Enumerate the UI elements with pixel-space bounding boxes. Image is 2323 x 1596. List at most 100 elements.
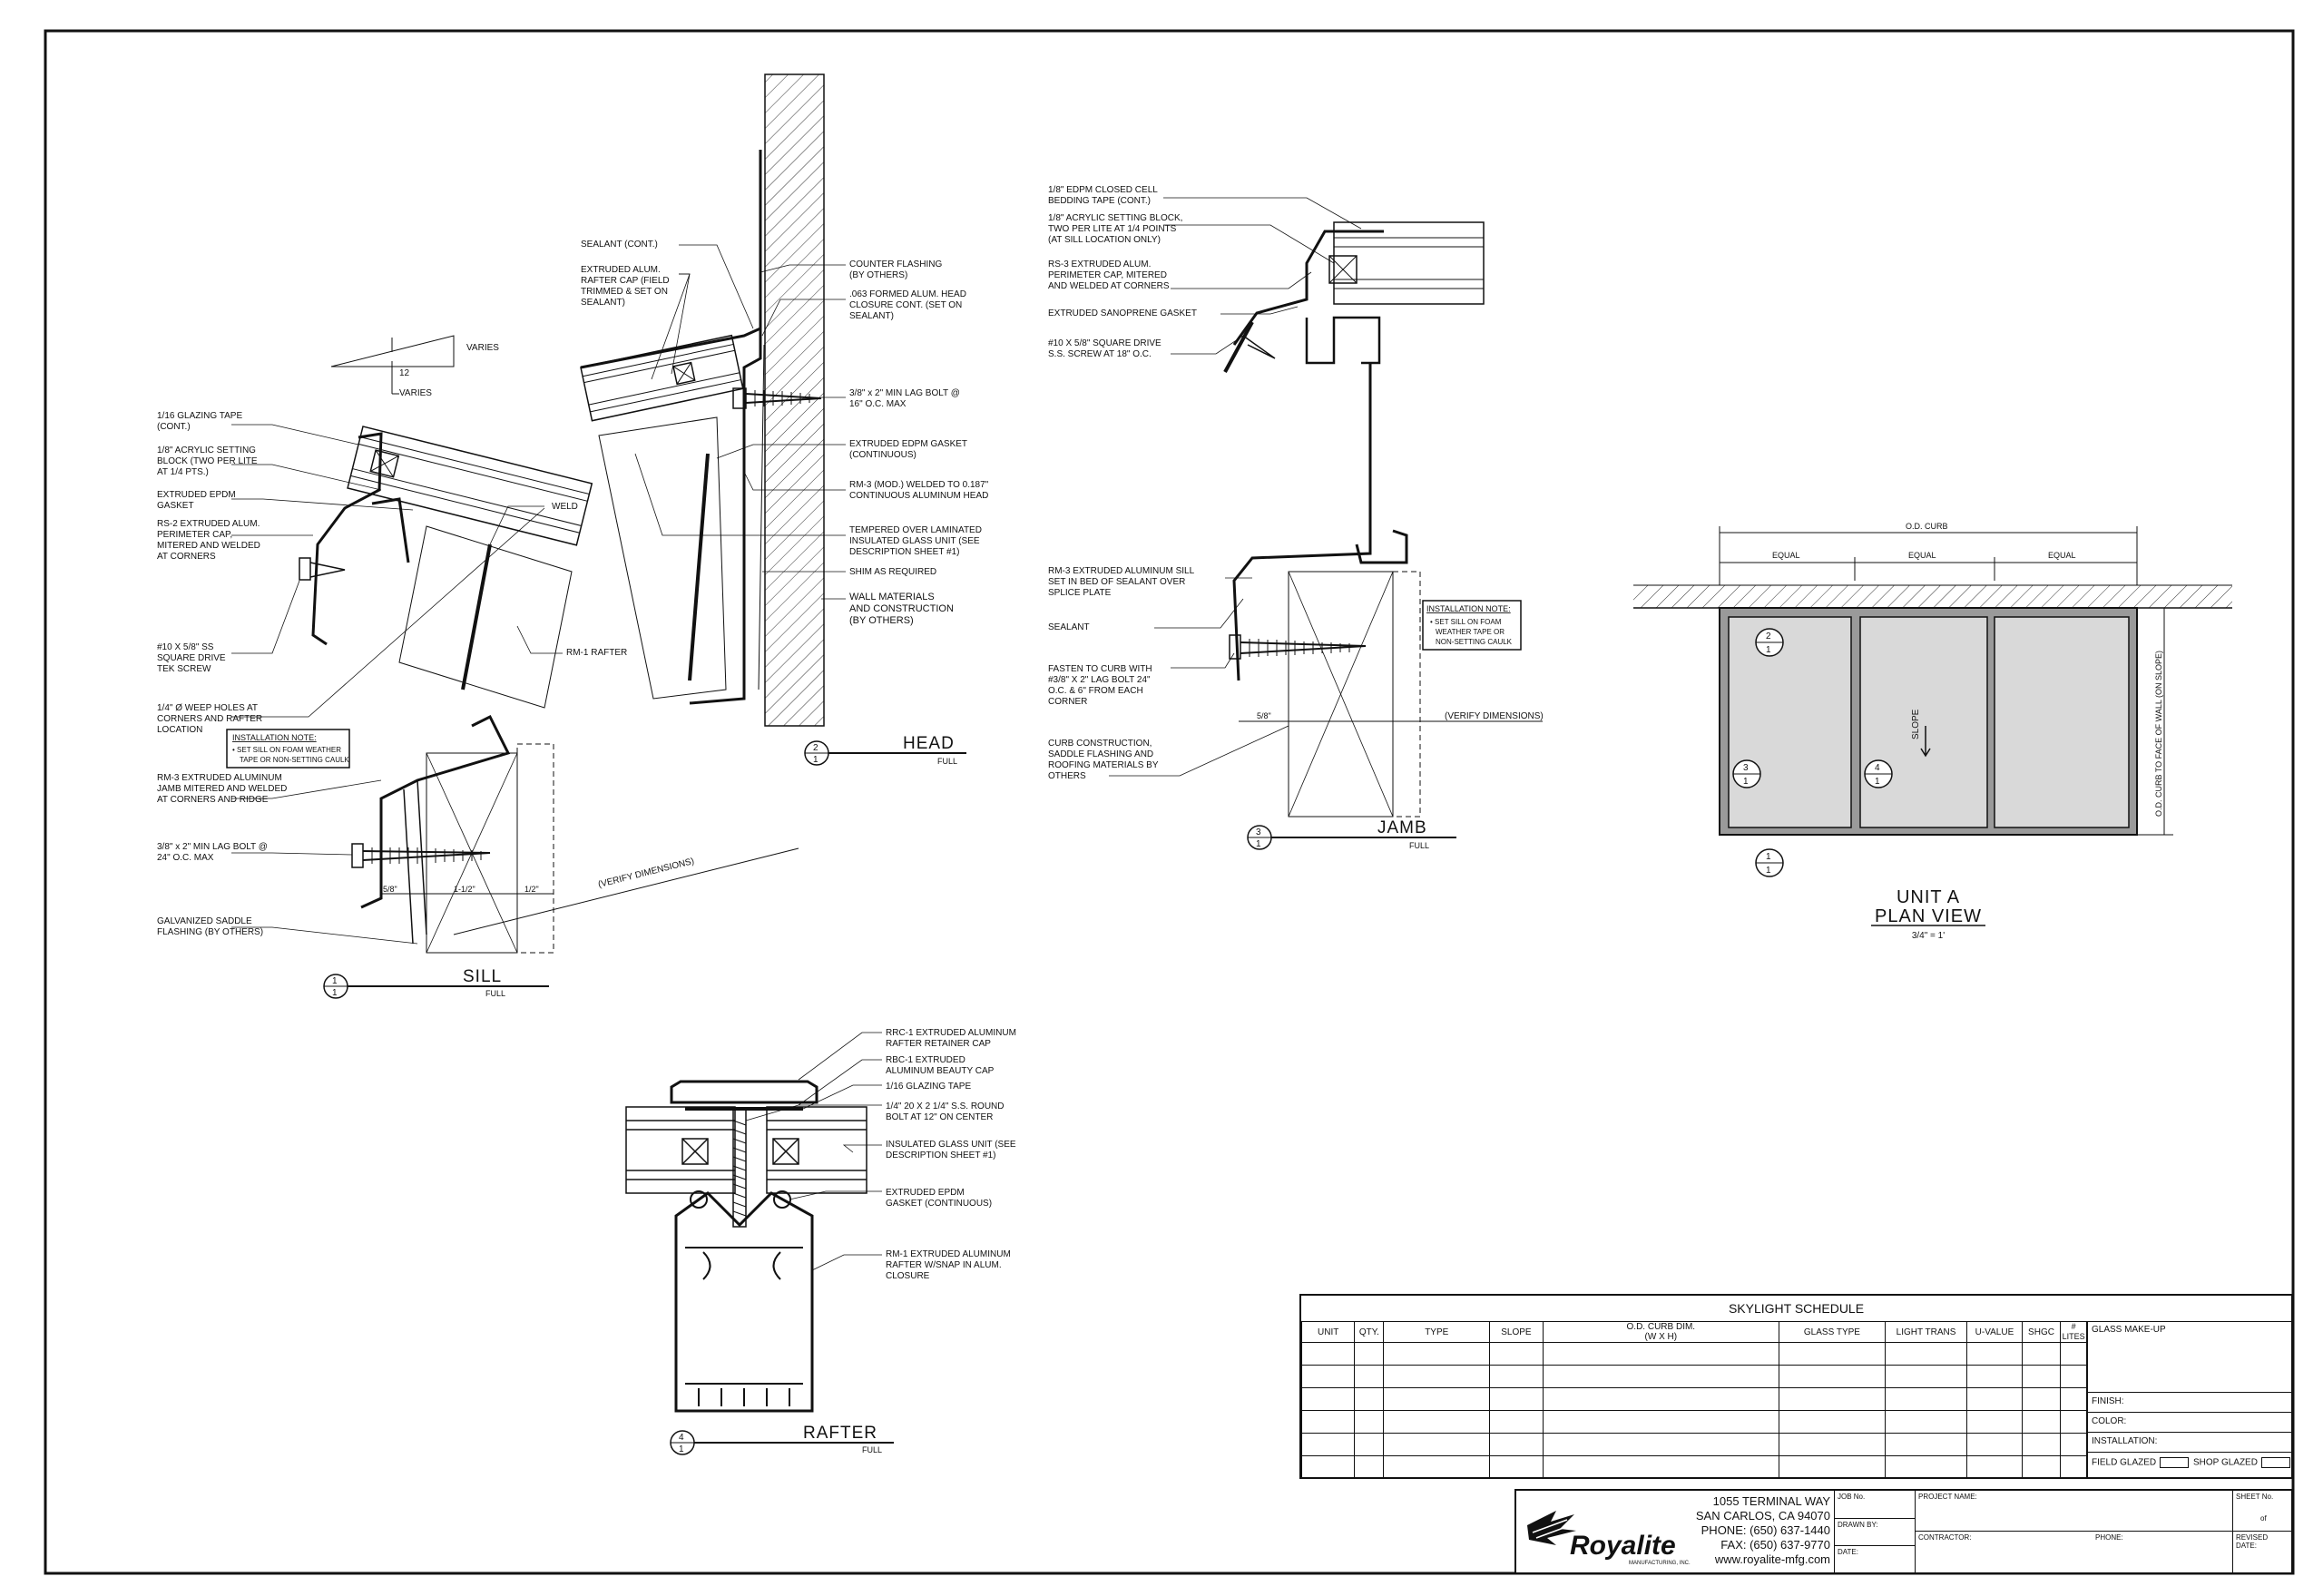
rafter-label: CLOSURE [886,1271,930,1281]
rafter-callout-sheet: 1 [679,1444,684,1454]
plan-callout-4: 4 1 [1864,759,1893,788]
sill-dim-1-1-2: 1-1/2" [454,885,475,894]
revised-date-field[interactable]: REVISED DATE: [2233,1532,2291,1572]
sill-label: CORNERS AND RAFTER [157,714,262,724]
rafter-label: RM-1 EXTRUDED ALUMINUM [886,1249,1011,1259]
col-type: TYPE [1383,1321,1491,1343]
skylight-schedule: SKYLIGHT SCHEDULE UNIT QTY. TYPE SLOPE O… [1299,1294,2294,1479]
plan-callout-3: 3 1 [1732,759,1761,788]
head-callout-num: 2 [813,743,818,753]
svg-text:1: 1 [1766,645,1771,655]
project-name-field[interactable]: PROJECT NAME: [1916,1491,2233,1532]
svg-text:MANUFACTURING, INC.: MANUFACTURING, INC. [1629,1561,1691,1566]
sill-slope-rise: 12 [399,368,410,378]
field-glazed-label: FIELD GLAZED [2092,1457,2157,1468]
sill-label: AT 1/4 PTS.) [157,467,209,477]
sheet-no-field[interactable]: SHEET No.of [2233,1491,2291,1532]
rafter-label: RBC-1 EXTRUDED [886,1055,965,1065]
finish-label: FINISH: [2092,1396,2124,1406]
address-line: FAX: (650) 637-9770 [1720,1538,1830,1552]
shop-glazed-checkbox[interactable] [2260,1457,2290,1468]
jamb-note-line: • SET SILL ON FOAM [1430,618,1502,626]
jamb-label: OTHERS [1048,771,1086,781]
rafter-label: GASKET (CONTINUOUS) [886,1199,992,1209]
jamb-label: EXTRUDED SANOPRENE GASKET [1048,308,1197,318]
job-no-field[interactable]: JOB No. [1834,1491,1916,1519]
plan-slope: SLOPE [1911,709,1921,739]
rafter-label: RAFTER W/SNAP IN ALUM. [886,1260,1002,1270]
svg-text:Royalite: Royalite [1570,1531,1676,1561]
address-line: www.royalite-mfg.com [1714,1552,1830,1566]
royalite-logo: Royalite MANUFACTURING, INC. [1527,1511,1691,1566]
plan-side-dim: O.D. CURB TO FACE OF WALL (ON SLOPE) [2154,651,2163,817]
plan-scale: 3/4" = 1' [1912,931,1945,941]
sill-label: RM-1 RAFTER [566,648,627,658]
sill-label: AT CORNERS [157,552,216,562]
col-qty: QTY. [1354,1321,1385,1343]
col-lites: #LITES [2060,1321,2087,1343]
jamb-note-line: NON-SETTING CAULK [1436,638,1513,646]
date-label: DATE: [1838,1548,1858,1556]
sill-note-line: TAPE OR NON-SETTING CAULK [240,756,349,764]
svg-text:1: 1 [1743,777,1749,787]
head-label: COUNTER FLASHING [849,259,942,269]
installation-label: INSTALLATION: [2092,1436,2158,1446]
sill-label: (CONT.) [157,422,191,432]
head-label: (CONTINUOUS) [849,450,916,460]
svg-text:1: 1 [1875,777,1880,787]
sill-label: SQUARE DRIVE [157,653,226,663]
plan-callout-2: 2 1 [1755,628,1784,657]
sill-dim-5-8: 5/8" [383,885,397,894]
jamb-scale: FULL [1409,841,1429,850]
head-label: EXTRUDED ALUM. [581,265,661,275]
address-line: PHONE: (650) 637-1440 [1701,1523,1830,1537]
drawn-by-field[interactable]: DRAWN BY: [1834,1519,1916,1546]
shop-glazed-label: SHOP GLAZED [2193,1457,2258,1468]
sill-label: BLOCK (TWO PER LITE [157,456,258,466]
rafter-label: BOLT AT 12" ON CENTER [886,1112,993,1122]
date-field[interactable]: DATE: [1834,1546,1916,1572]
jamb-label: CURB CONSTRUCTION, [1048,739,1152,749]
plan-view: O.D. CURB EQUAL EQUAL EQUAL O.D. CURB TO… [1633,522,2232,941]
contractor-field[interactable]: CONTRACTOR: [1916,1532,2093,1572]
head-label: CONTINUOUS ALUMINUM HEAD [849,491,988,501]
shop-glazed: SHOP GLAZED [2193,1457,2290,1468]
sill-slope-varies-top: VARIES [466,343,499,353]
color-label: COLOR: [2092,1416,2127,1426]
plan-subtitle: PLAN VIEW [1875,906,1982,926]
col-glass-type: GLASS TYPE [1778,1321,1886,1343]
jamb-dim-verify: (VERIFY DIMENSIONS) [1445,711,1544,721]
col-unit: UNIT [1300,1321,1356,1343]
jamb-label: RS-3 EXTRUDED ALUM. [1048,259,1151,269]
col-lites-label: LITES [2062,1332,2085,1341]
jamb-label: (AT SILL LOCATION ONLY) [1048,235,1161,245]
phone-label: PHONE: [2095,1533,2123,1542]
sill-label: PERIMETER CAP, [157,530,232,540]
rafter-label: DESCRIPTION SHEET #1) [886,1150,996,1160]
jamb-label: #3/8" X 2" LAG BOLT 24" [1048,675,1151,685]
jamb-label: SPLICE PLATE [1048,588,1112,598]
plan-od-curb: O.D. CURB [1906,522,1948,531]
schedule-table: UNIT QTY. TYPE SLOPE O.D. CURB DIM.(W X … [1300,1321,2087,1479]
sheet-of-label: of [2260,1514,2267,1523]
schedule-header-row: UNIT QTY. TYPE SLOPE O.D. CURB DIM.(W X … [1300,1321,2087,1343]
sill-callout-sheet: 1 [332,988,338,998]
head-label: AND CONSTRUCTION [849,603,954,614]
sill-label: 24" O.C. MAX [157,853,214,863]
glass-makeup-panel: GLASS MAKE-UP FINISH: COLOR: INSTALLATIO… [2087,1321,2294,1479]
project-name-label: PROJECT NAME: [1918,1493,1977,1501]
sill-scale: FULL [485,989,505,998]
sill-label: LOCATION [157,725,202,735]
sill-label: FLASHING (BY OTHERS) [157,927,263,937]
sill-label: GALVANIZED SADDLE [157,916,252,926]
jamb-label: O.C. & 6" FROM EACH [1048,686,1143,696]
company-address: 1055 TERMINAL WAY SAN CARLOS, CA 94070 P… [1694,1494,1830,1567]
col-od-curb-sub: (W X H) [1644,1332,1678,1342]
field-glazed-checkbox[interactable] [2160,1457,2190,1468]
rafter-label: EXTRUDED EPDM [886,1188,965,1198]
sill-dim-verify: (VERIFY DIMENSIONS) [597,857,695,890]
head-label: SHIM AS REQUIRED [849,567,936,577]
jamb-installation-note [1422,600,1522,651]
phone-field[interactable]: PHONE: [2093,1532,2233,1572]
head-label: INSULATED GLASS UNIT (SEE [849,536,980,546]
